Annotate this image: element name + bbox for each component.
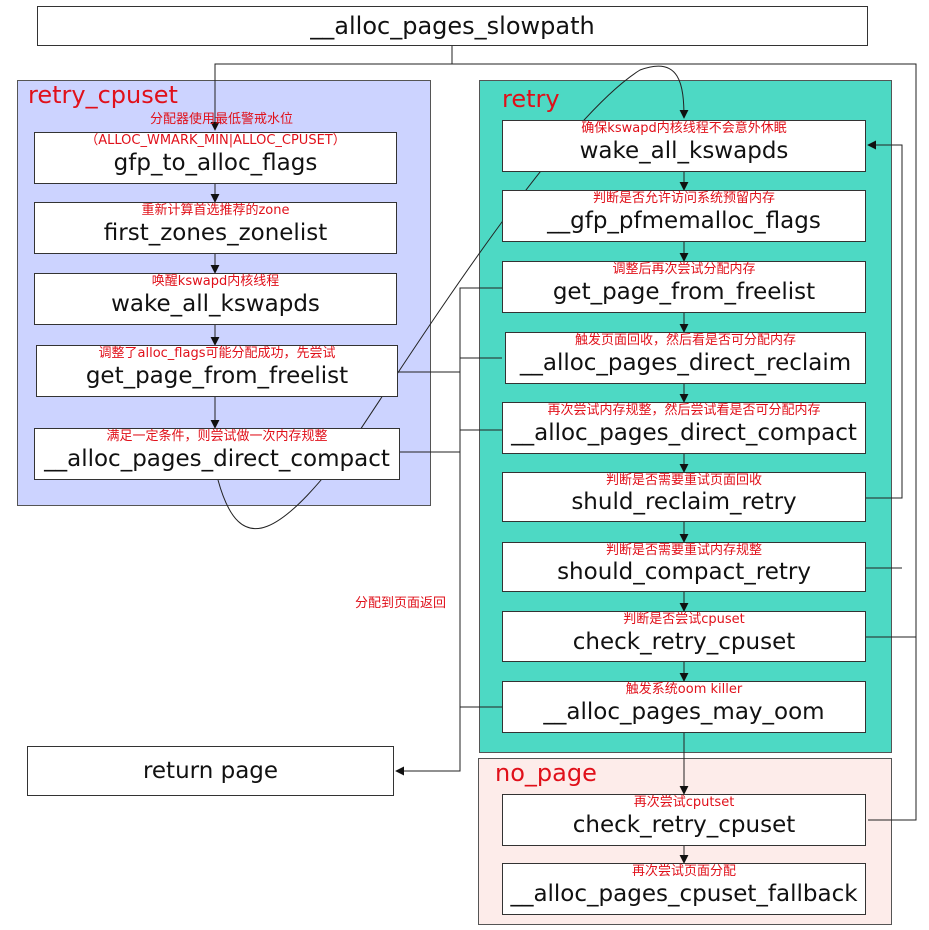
note-get-page-1: 调整了alloc_flags可能分配成功，先尝试 xyxy=(98,346,336,361)
edge-top-to-gfp xyxy=(210,45,453,131)
node-label: __alloc_pages_slowpath xyxy=(310,12,595,40)
note-may-oom: 触发系统oom killer xyxy=(625,682,743,697)
node-shuld-reclaim-retry: 判断是否需要重试页面回收 shuld_reclaim_retry xyxy=(502,472,866,522)
node-label: __alloc_pages_cpuset_fallback xyxy=(510,881,858,907)
node-label: __alloc_pages_may_oom xyxy=(543,699,825,725)
note-direct-compact-2: 再次尝试内存规整，然后尝试看是否可分配内存 xyxy=(547,403,821,418)
node-gfp-pfmemalloc-flags: 判断是否允许访问系统预留内存 __gfp_pfmemalloc_flags xyxy=(502,190,866,242)
node-alloc-pages-may-oom: 触发系统oom killer __alloc_pages_may_oom xyxy=(502,681,866,733)
edge-compact-to-retry-curve xyxy=(217,65,689,530)
node-label: get_page_from_freelist xyxy=(552,279,816,305)
node-label: shuld_reclaim_retry xyxy=(571,489,797,515)
node-label: should_compact_retry xyxy=(557,559,811,585)
node-alloc-pages-slowpath: __alloc_pages_slowpath xyxy=(37,6,868,46)
note-reclaim-retry: 判断是否需要重试页面回收 xyxy=(605,473,762,488)
node-check-retry-cpuset-1: 判断是否尝试cpuset check_retry_cpuset xyxy=(502,611,866,662)
node-should-compact-retry: 判断是否需要重试内存规整 should_compact_retry xyxy=(502,542,866,592)
note-return-page: 分配到页面返回 xyxy=(355,596,447,611)
node-label: __alloc_pages_direct_reclaim xyxy=(519,350,852,376)
note-direct-compact-1: 满足一定条件，则尝试做一次内存规整 xyxy=(106,429,328,444)
node-label: check_retry_cpuset xyxy=(572,812,796,838)
edge-retry-loopback xyxy=(866,140,903,499)
group-title-no-page: no_page xyxy=(495,759,597,787)
node-label: __alloc_pages_direct_compact xyxy=(511,420,857,446)
node-return-page: return page xyxy=(27,746,394,796)
node-label: wake_all_kswapds xyxy=(111,291,320,317)
note-check-cpuset-1: 判断是否尝试cpuset xyxy=(623,612,745,627)
note-gfp-to-alloc-flags: 分配器使用最低警戒水位 xyxy=(150,112,294,127)
node-label: return page xyxy=(142,758,279,784)
note-compact-retry: 判断是否需要重试内存规整 xyxy=(605,543,762,558)
edge-top-right-rail xyxy=(452,63,917,821)
node-get-page-from-freelist-1: 调整了alloc_flags可能分配成功，先尝试 get_page_from_f… xyxy=(36,345,398,397)
node-direct-compact-1: 满足一定条件，则尝试做一次内存规整 __alloc_pages_direct_c… xyxy=(34,428,400,480)
node-label: get_page_from_freelist xyxy=(85,363,349,389)
note-get-page-2: 调整后再次尝试分配内存 xyxy=(612,262,756,277)
node-check-retry-cpuset-2: 再次尝试cputset check_retry_cpuset xyxy=(502,794,866,846)
node-label: __alloc_pages_direct_compact xyxy=(44,446,390,472)
node-first-zones-zonelist: 重新计算首选推荐的zone first_zones_zonelist xyxy=(34,202,397,254)
note-direct-reclaim: 触发页面回收，然后看是否可分配内存 xyxy=(574,333,796,348)
group-title-retry: retry xyxy=(502,85,560,113)
note-pfmemalloc: 判断是否允许访问系统预留内存 xyxy=(592,191,775,206)
node-direct-compact-2: 再次尝试内存规整，然后尝试看是否可分配内存 __alloc_pages_dire… xyxy=(502,402,866,454)
node-cpuset-fallback: 再次尝试页面分配 __alloc_pages_cpuset_fallback xyxy=(502,863,866,915)
node-get-page-from-freelist-2: 调整后再次尝试分配内存 get_page_from_freelist xyxy=(502,261,866,313)
note-cpuset-fallback: 再次尝试页面分配 xyxy=(631,864,736,879)
node-wake-all-kswapds-2: 确保kswapd内核线程不会意外休眠 wake_all_kswapds xyxy=(502,120,866,172)
group-title-retry-cpuset: retry_cpuset xyxy=(28,81,178,109)
node-label: gfp_to_alloc_flags xyxy=(113,150,318,176)
node-label: check_retry_cpuset xyxy=(572,628,796,655)
note-wake-kswapd: 唤醒kswapd内核线程 xyxy=(151,274,280,289)
note-gfp-flags-detail: （ALLOC_WMARK_MIN|ALLOC_CPUSET） xyxy=(85,133,346,148)
node-wake-all-kswapds-1: 唤醒kswapd内核线程 wake_all_kswapds xyxy=(34,273,397,325)
node-label: wake_all_kswapds xyxy=(579,138,789,164)
node-label: __gfp_pfmemalloc_flags xyxy=(547,208,821,234)
note-check-cpuset-2: 再次尝试cputset xyxy=(633,795,735,810)
node-gfp-to-alloc-flags: （ALLOC_WMARK_MIN|ALLOC_CPUSET） gfp_to_al… xyxy=(34,132,397,184)
note-first-zones: 重新计算首选推荐的zone xyxy=(141,203,290,218)
note-wake-kswapd-2: 确保kswapd内核线程不会意外休眠 xyxy=(581,121,787,136)
node-label: first_zones_zonelist xyxy=(103,220,328,246)
node-direct-reclaim: 触发页面回收，然后看是否可分配内存 __alloc_pages_direct_r… xyxy=(505,332,866,384)
edge-return-bus xyxy=(395,287,502,776)
